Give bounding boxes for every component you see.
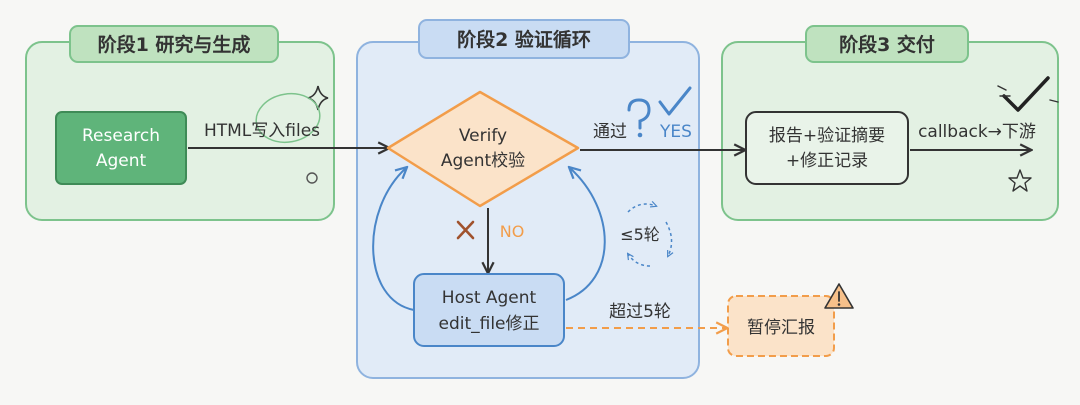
- phase2-title-tab: 阶段2 验证循环: [418, 19, 630, 59]
- callback-label: callback→下游: [918, 122, 1036, 142]
- verify-agent-line2: Agent校验: [441, 151, 525, 171]
- phase3-title-tab: 阶段3 交付: [805, 25, 969, 63]
- loop-right-edge: [565, 168, 606, 301]
- exceed-edge: 超过5轮: [566, 302, 726, 328]
- no-label: NO: [500, 222, 525, 241]
- loop-left-edge: [372, 168, 415, 311]
- research-agent-line1: Research: [82, 126, 160, 146]
- phase2-title: 阶段2 验证循环: [457, 28, 591, 51]
- cross-icon: [456, 220, 475, 240]
- question-mark-icon: [627, 98, 651, 138]
- warning-icon: [824, 283, 854, 309]
- report-line2: +修正记录: [786, 151, 868, 171]
- small-circle-decoration: [306, 172, 318, 184]
- phase1-title-tab: 阶段1 研究与生成: [69, 25, 279, 63]
- loop-count: ≤5轮: [620, 204, 671, 267]
- host-agent-line2: edit_file修正: [438, 314, 539, 334]
- star-icon: [1008, 169, 1032, 192]
- verify-agent-node: Verify Agent校验: [386, 90, 580, 208]
- callback-edge: callback→下游: [910, 122, 1036, 150]
- html-write-edge: HTML写入files: [188, 92, 388, 148]
- no-edge: NO: [488, 208, 524, 272]
- html-write-label: HTML写入files: [204, 121, 320, 141]
- pass-edge: 通过 YES: [580, 122, 744, 150]
- phase1-title: 阶段1 研究与生成: [98, 33, 251, 56]
- host-agent-line1: Host Agent: [442, 288, 537, 308]
- loop-count-label: ≤5轮: [620, 225, 660, 244]
- yes-label: YES: [659, 122, 692, 142]
- research-agent-node: Research Agent: [55, 111, 187, 185]
- report-node: 报告+验证摘要 +修正记录: [745, 111, 909, 185]
- host-agent-node: Host Agent edit_file修正: [413, 273, 565, 347]
- phase3-title: 阶段3 交付: [839, 33, 935, 56]
- exceed-label: 超过5轮: [609, 302, 671, 322]
- report-line1: 报告+验证摘要: [769, 126, 885, 146]
- verify-agent-line1: Verify: [459, 126, 507, 146]
- pass-label: 通过: [593, 122, 627, 142]
- checkmark-icon: [658, 86, 692, 116]
- pause-report-label: 暂停汇报: [747, 318, 815, 338]
- checkmark-icon-large: [997, 76, 1059, 112]
- sparkle-icon: [307, 85, 329, 111]
- pause-report-node: 暂停汇报: [727, 295, 835, 357]
- research-agent-line2: Agent: [96, 151, 147, 171]
